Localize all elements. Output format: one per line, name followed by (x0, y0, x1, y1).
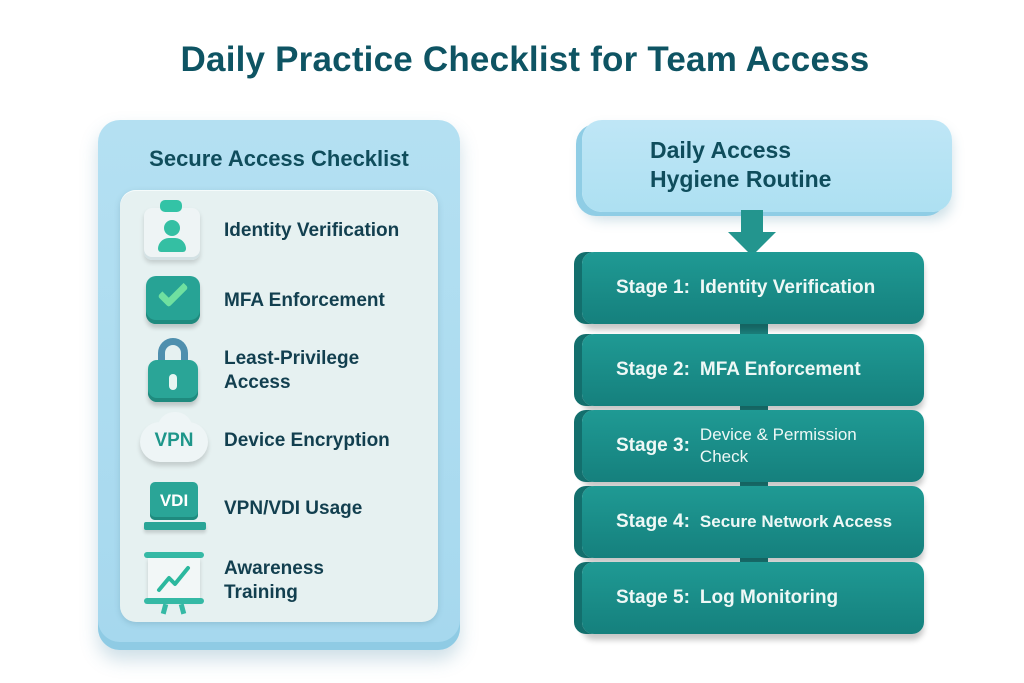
stage-2: Stage 2: MFA Enforcement (582, 334, 924, 406)
checklist-item: VDI VPN/VDI Usage (120, 474, 438, 544)
checklist-item: Least-Privilege Access (120, 336, 438, 406)
stage-number: Stage 4: (616, 511, 690, 532)
stage-number: Stage 2: (616, 359, 690, 380)
stage-label: Secure Network Access (699, 512, 893, 531)
vdi-laptop-icon: VDI (138, 474, 210, 544)
checklist-item: VPN Device Encryption (120, 406, 438, 476)
checklist-item-label: Least-Privilege Access (224, 348, 360, 393)
checklist-item: Awareness Training (120, 546, 438, 616)
down-arrow-icon (741, 210, 763, 236)
checklist-item-label: Awareness Training (224, 558, 324, 603)
stage-1: Stage 1: Identity Verification (582, 252, 924, 324)
routine-header: Daily Access Hygiene Routine (582, 120, 952, 212)
checklist-item-label: Device Encryption (224, 430, 390, 451)
checklist-title: Secure Access Checklist (149, 146, 409, 171)
stage-label: Identity Verification (699, 277, 876, 298)
checklist-card: Identity Verification MFA Enforcement Le… (120, 190, 438, 622)
stage-label: Device & Permission Check (699, 425, 857, 466)
stage-label: Log Monitoring (699, 587, 839, 608)
checklist-item: Identity Verification (120, 196, 438, 266)
checklist-item-label: Identity Verification (224, 220, 400, 241)
stage-number: Stage 3: (616, 435, 690, 456)
padlock-icon (138, 336, 210, 406)
stage-number: Stage 5: (616, 587, 690, 608)
checklist-item-label: MFA Enforcement (224, 290, 385, 311)
presentation-board-icon (138, 546, 210, 616)
checklist-panel: Secure Access Checklist Identity Verific… (98, 120, 460, 650)
stage-3: Stage 3: Device & Permission Check (582, 410, 924, 482)
id-badge-icon (138, 196, 210, 266)
routine-title: Daily Access Hygiene Routine (650, 137, 832, 192)
checklist-item-label: VPN/VDI Usage (224, 498, 363, 519)
page-title: Daily Practice Checklist for Team Access (180, 40, 870, 79)
stage-4: Stage 4: Secure Network Access (582, 486, 924, 558)
stage-label: MFA Enforcement (699, 359, 861, 380)
checkmark-icon (138, 266, 210, 336)
stage-number: Stage 1: (616, 277, 690, 298)
stage-5: Stage 5: Log Monitoring (582, 562, 924, 634)
vpn-cloud-icon: VPN (138, 406, 210, 476)
checklist-item: MFA Enforcement (120, 266, 438, 336)
